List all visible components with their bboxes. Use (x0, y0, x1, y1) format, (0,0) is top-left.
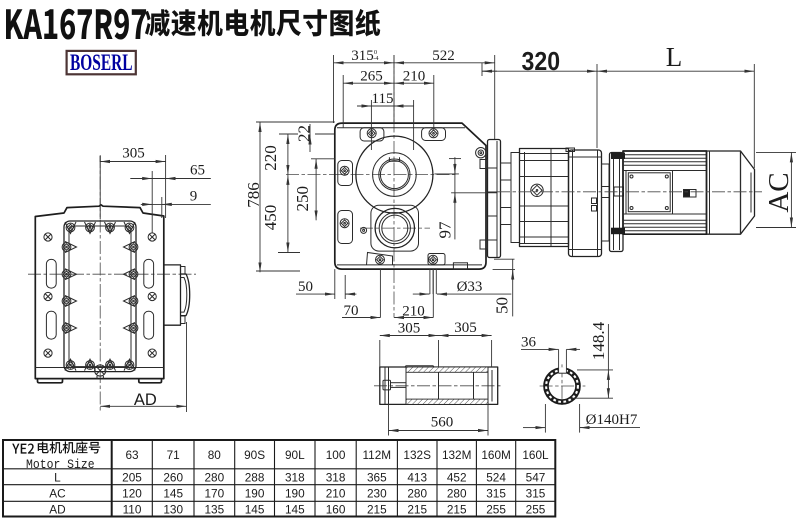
svg-text:160M: 160M (481, 448, 511, 462)
svg-text:Ø33: Ø33 (457, 279, 483, 295)
svg-text:AC: AC (763, 172, 795, 212)
svg-text:L: L (666, 42, 683, 72)
svg-text:215: 215 (407, 503, 427, 517)
svg-text:280: 280 (204, 471, 224, 485)
svg-text:70: 70 (344, 303, 359, 319)
svg-text:305: 305 (398, 321, 421, 337)
svg-text:255: 255 (526, 503, 546, 517)
svg-text:260: 260 (163, 471, 183, 485)
svg-text:255: 255 (486, 503, 506, 517)
svg-text:145: 145 (245, 503, 265, 517)
svg-text:148.4: 148.4 (589, 321, 608, 360)
svg-text:190: 190 (245, 487, 265, 501)
svg-text:315: 315 (351, 48, 374, 64)
svg-text:71: 71 (167, 448, 180, 462)
svg-text:135: 135 (204, 503, 224, 517)
svg-text:120: 120 (122, 487, 142, 501)
svg-text:215: 215 (447, 503, 467, 517)
svg-text:315: 315 (486, 487, 506, 501)
svg-text:215: 215 (367, 503, 387, 517)
svg-text:L: L (54, 471, 61, 485)
svg-text:547: 547 (526, 471, 546, 485)
svg-text:315: 315 (526, 487, 546, 501)
svg-text:265: 265 (360, 69, 383, 85)
svg-text:365: 365 (367, 471, 387, 485)
svg-text:280: 280 (447, 487, 467, 501)
svg-text:9: 9 (190, 189, 198, 205)
svg-text:160: 160 (326, 503, 346, 517)
svg-text:170: 170 (204, 487, 224, 501)
svg-text:36: 36 (521, 335, 537, 351)
svg-text:288: 288 (245, 471, 265, 485)
svg-text:145: 145 (163, 487, 183, 501)
svg-text:112M: 112M (362, 448, 391, 462)
svg-text:80: 80 (208, 448, 222, 462)
svg-text:110: 110 (123, 503, 142, 517)
svg-text:305: 305 (454, 320, 477, 336)
svg-text:90L: 90L (285, 448, 305, 462)
svg-text:524: 524 (486, 471, 506, 485)
svg-text:65: 65 (190, 163, 205, 179)
svg-text:22: 22 (295, 125, 314, 142)
svg-text:100: 100 (326, 448, 346, 462)
svg-text:132M: 132M (442, 448, 472, 462)
svg-text:132S: 132S (403, 448, 431, 462)
svg-text:Motor Size: Motor Size (26, 458, 95, 472)
svg-text:115: 115 (372, 91, 394, 107)
svg-text:145: 145 (285, 503, 305, 517)
svg-text:250: 250 (293, 186, 312, 212)
svg-text:50: 50 (298, 279, 313, 295)
svg-text:BOSERL: BOSERL (70, 50, 133, 75)
svg-text:318: 318 (326, 471, 346, 485)
svg-text:413: 413 (407, 471, 427, 485)
svg-text:63: 63 (125, 448, 139, 462)
svg-text:130: 130 (163, 503, 183, 517)
svg-text:205: 205 (122, 471, 142, 485)
svg-text:210: 210 (402, 304, 425, 320)
svg-text:280: 280 (407, 487, 427, 501)
svg-text:305: 305 (122, 146, 145, 162)
svg-text:452: 452 (447, 471, 467, 485)
svg-text:160L: 160L (522, 448, 549, 462)
svg-text:190: 190 (285, 487, 305, 501)
svg-text:210: 210 (326, 487, 346, 501)
svg-text:90S: 90S (244, 448, 265, 462)
svg-text:Ø140H7: Ø140H7 (586, 412, 638, 428)
svg-text:AC: AC (49, 487, 66, 501)
svg-text:450: 450 (261, 205, 280, 231)
svg-text:50: 50 (493, 297, 512, 314)
svg-text:230: 230 (367, 487, 387, 501)
svg-text:522: 522 (432, 48, 455, 64)
svg-text:-4: -4 (373, 55, 379, 62)
svg-text:318: 318 (285, 471, 305, 485)
svg-text:210: 210 (403, 69, 426, 85)
svg-text:97: 97 (436, 221, 455, 239)
svg-text:220: 220 (261, 145, 280, 171)
svg-text:560: 560 (431, 415, 454, 431)
svg-text:0: 0 (374, 49, 377, 56)
svg-text:786: 786 (244, 182, 263, 208)
svg-text:AD: AD (49, 503, 65, 517)
